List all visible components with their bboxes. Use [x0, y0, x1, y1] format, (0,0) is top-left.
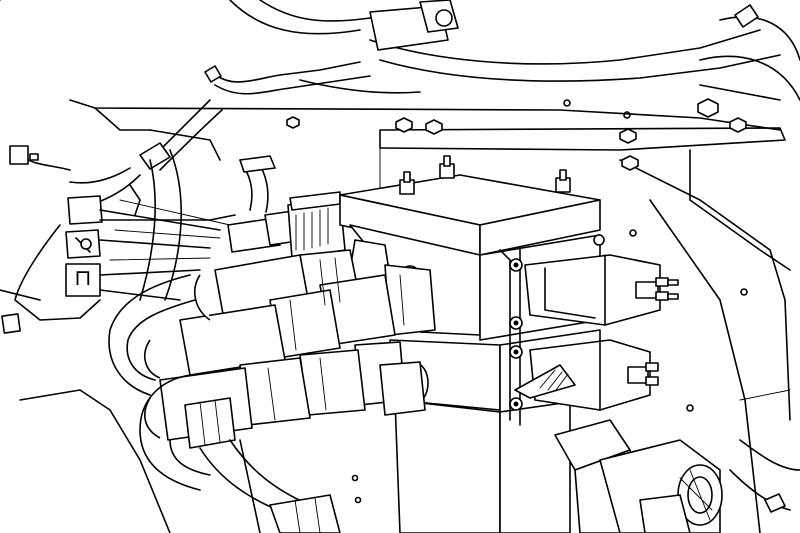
right-cable — [729, 439, 800, 513]
lower-fitting — [554, 419, 723, 533]
chassis-frame — [0, 99, 791, 533]
hoses-left — [108, 274, 341, 533]
center-bracket — [227, 155, 346, 259]
connector-symbol-label: ⊓ — [70, 265, 96, 293]
top-nuts — [286, 98, 747, 171]
solenoid-lower — [514, 339, 659, 411]
upper-hoses — [0, 0, 800, 101]
solenoid-upper — [524, 254, 679, 326]
